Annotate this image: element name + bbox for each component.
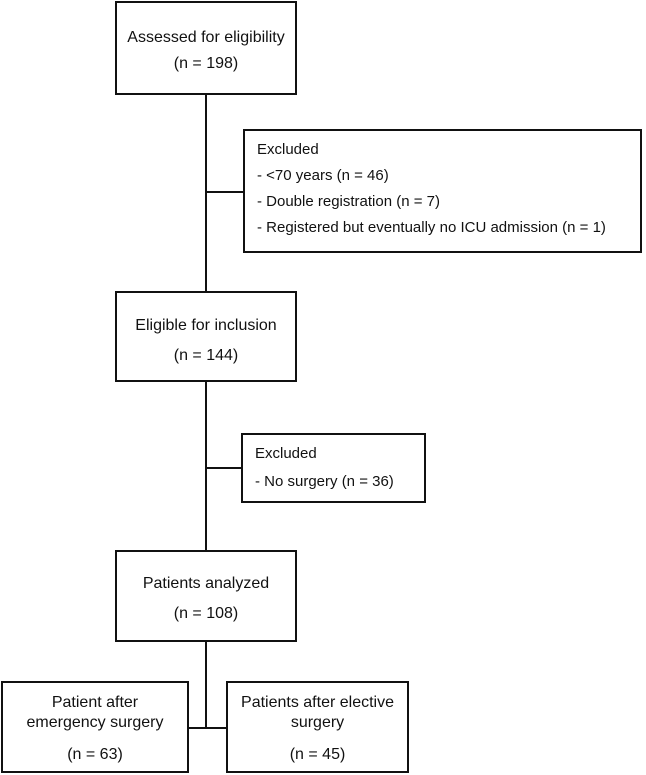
excluded-box-2: Excluded - No surgery (n = 36)	[241, 433, 426, 503]
connector-to-excluded2	[205, 467, 242, 469]
excluded2-item-no-surgery: - No surgery (n = 36)	[255, 473, 394, 490]
connector-assessed-to-eligible	[205, 94, 207, 292]
connector-analyzed-to-split	[205, 641, 207, 729]
assessed-count: (n = 198)	[173, 55, 239, 72]
emergency-count: (n = 63)	[67, 746, 123, 763]
excluded1-item-no-icu: - Registered but eventually no ICU admis…	[257, 219, 606, 236]
assessed-box: Assessed for eligibility (n = 198)	[115, 1, 297, 95]
analyzed-box: Patients analyzed (n = 108)	[115, 550, 297, 642]
eligible-label: Eligible for inclusion	[135, 317, 277, 334]
analyzed-label: Patients analyzed	[142, 575, 270, 592]
excluded-box-1: Excluded - <70 years (n = 46) - Double r…	[243, 129, 642, 253]
elective-line1: Patients after elective	[241, 694, 394, 711]
connector-eligible-to-analyzed	[205, 381, 207, 551]
elective-line2: surgery	[290, 714, 345, 731]
elective-count: (n = 45)	[289, 746, 346, 763]
eligible-count: (n = 144)	[173, 347, 239, 364]
excluded2-title: Excluded	[255, 445, 317, 462]
emergency-line2: emergency surgery	[26, 714, 164, 731]
excluded1-item-age: - <70 years (n = 46)	[257, 167, 389, 184]
emergency-surgery-box: Patient after emergency surgery (n = 63)	[1, 681, 189, 773]
connector-to-excluded1	[205, 191, 244, 193]
analyzed-count: (n = 108)	[173, 605, 239, 622]
excluded1-title: Excluded	[257, 141, 319, 158]
assessed-label: Assessed for eligibility	[127, 29, 285, 46]
eligible-box: Eligible for inclusion (n = 144)	[115, 291, 297, 382]
excluded1-item-double: - Double registration (n = 7)	[257, 193, 441, 210]
emergency-line1: Patient after	[51, 694, 139, 711]
connector-split	[188, 727, 228, 729]
elective-surgery-box: Patients after elective surgery (n = 45)	[226, 681, 409, 773]
